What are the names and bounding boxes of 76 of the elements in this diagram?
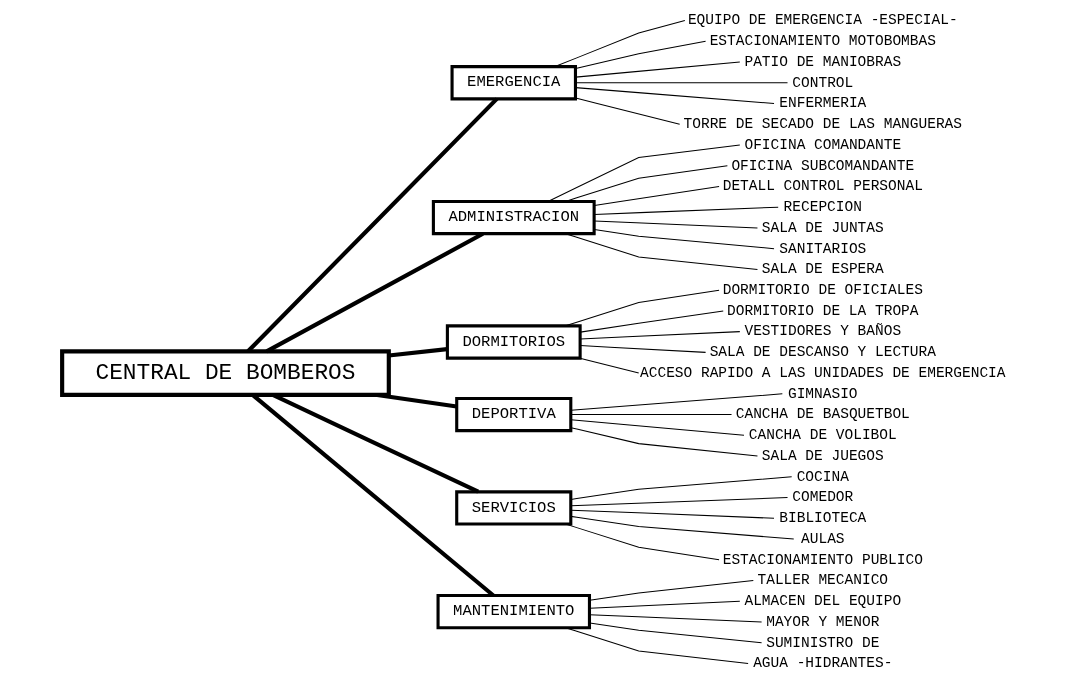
node-text: BIBLIOTECA	[778, 510, 866, 527]
connector	[588, 614, 762, 623]
connector	[569, 515, 794, 540]
node-box: DEPORTIVA	[454, 396, 572, 433]
node-text: ESTACIONAMIENTO MOTOBOMBAS	[709, 33, 936, 50]
connector	[569, 497, 788, 507]
node-text: DORMITORIO DE OFICIALES	[722, 281, 923, 298]
connector	[574, 97, 680, 125]
node-text: SUMINISTRO DE	[765, 634, 879, 651]
node-text: COMEDOR	[791, 489, 853, 506]
node-text: GIMNASIO	[787, 385, 858, 402]
connector	[547, 144, 740, 202]
node-text: SALA DE ESPERA	[761, 261, 884, 278]
node-text: PATIO DE MANIOBRAS	[743, 53, 901, 70]
node-text: EQUIPO DE EMERGENCIA -ESPECIAL-	[687, 12, 958, 29]
node-text: AGUA -HIDRANTES-	[752, 655, 892, 672]
node-text: ENFERMERIA	[778, 95, 866, 112]
node-box: CENTRAL DE BOMBEROS	[59, 349, 391, 397]
node-box: SERVICIOS	[454, 490, 572, 526]
connector	[574, 40, 706, 69]
connector	[569, 476, 792, 500]
connector	[593, 220, 758, 229]
node-text: RECEPCION	[783, 199, 862, 216]
connector	[574, 87, 775, 104]
node-text: DORMITORIO DE LA TROPA	[726, 302, 918, 319]
node-box: ADMINISTRACION	[431, 199, 596, 236]
connector	[564, 627, 749, 664]
connector	[574, 82, 788, 84]
connector	[564, 233, 758, 270]
connector	[251, 393, 495, 598]
node-text: DETALL CONTROL PERSONAL	[722, 178, 923, 195]
node-text: SANITARIOS	[778, 240, 866, 257]
connector	[579, 310, 724, 333]
connector	[569, 393, 783, 411]
node-text: TORRE DE SECADO DE LAS MANGUERAS	[683, 116, 962, 133]
node-text: SALA DE JUNTAS	[761, 219, 884, 236]
node-text: OFICINA SUBCOMANDANTE	[730, 157, 914, 174]
connector	[588, 622, 762, 644]
connector	[554, 20, 685, 68]
node-box: EMERGENCIA	[450, 65, 577, 101]
connector	[569, 427, 758, 457]
connector	[246, 97, 498, 353]
node-text: ESTACIONAMIENTO PUBLICO	[722, 551, 923, 568]
node-text: SALA DE DESCANSO Y LECTURA	[709, 344, 936, 361]
connector	[564, 523, 720, 561]
connector	[593, 229, 775, 250]
node-text: CANCHA DE BASQUETBOL	[735, 406, 910, 423]
node-text: OFICINA COMANDANTE	[743, 136, 901, 153]
connector	[271, 393, 479, 494]
connector	[570, 509, 775, 519]
connector	[593, 206, 779, 215]
node-text: ACCESO RAPIDO A LAS UNIDADES DE EMERGENCIA	[639, 364, 1006, 381]
node-text: AULAS	[800, 530, 845, 547]
connector	[579, 331, 740, 340]
connector	[569, 419, 744, 436]
node-box: MANTENIMIENTO	[436, 594, 591, 630]
node-text: SALA DE JUEGOS	[761, 447, 884, 464]
node-text: CONTROL	[791, 74, 853, 91]
connector	[388, 347, 447, 358]
connector	[569, 414, 732, 416]
connector	[593, 185, 720, 206]
connector	[579, 345, 706, 353]
node-text: VESTIDORES Y BAÑOS	[743, 323, 901, 340]
node-text: COCINA	[796, 468, 849, 485]
node-text: MAYOR Y MENOR	[765, 613, 879, 630]
connector	[588, 600, 740, 609]
node-text: TALLER MECANICO	[757, 572, 888, 589]
connector	[564, 289, 720, 327]
connector	[376, 392, 457, 409]
node-text: CANCHA DE VOLIBOL	[748, 427, 897, 444]
connector	[265, 231, 484, 354]
node-text: ALMACEN DEL EQUIPO	[743, 593, 901, 610]
node-box: DORMITORIOS	[445, 324, 582, 360]
connector	[564, 165, 728, 202]
connector	[574, 61, 740, 78]
connector	[588, 580, 754, 601]
